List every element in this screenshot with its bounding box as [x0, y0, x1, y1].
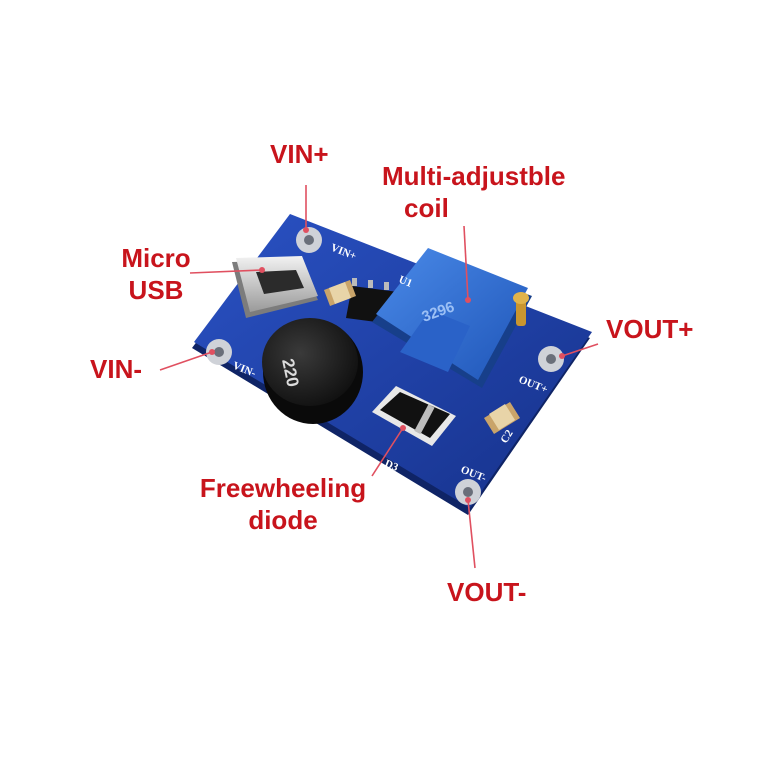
label-vout-minus: VOUT-: [447, 577, 527, 607]
leader-dot-vin-plus: [303, 227, 309, 233]
leader-line-vout-minus: [467, 499, 476, 569]
label-micro-usb-line-1: Micro: [121, 243, 191, 273]
pad-vout-minus: [455, 479, 481, 505]
leader-line-micro-usb: [189, 269, 263, 274]
label-multi-adjustable-line-1: Multi-adjustble: [382, 161, 566, 191]
label-vout-plus: VOUT+: [606, 314, 694, 344]
label-freewheeling-line-2: diode: [248, 505, 318, 535]
silkscreen-u1: U1: [397, 274, 414, 290]
leader-dot-vout-minus: [465, 497, 471, 503]
label-multi-adjustable-coil: Multi-adjustble coil: [382, 160, 565, 224]
leader-dot-diode: [400, 425, 406, 431]
leader-line-vout-plus: [561, 343, 599, 357]
label-freewheeling-diode: Freewheeling diode: [190, 472, 376, 536]
label-vin-plus: VIN+: [270, 139, 329, 169]
leader-line-diode: [371, 427, 404, 477]
label-vin-minus: VIN-: [90, 354, 142, 384]
label-micro-usb: Micro USB: [110, 242, 202, 306]
leader-dot-vin-minus: [209, 349, 215, 355]
label-micro-usb-line-2: USB: [128, 275, 184, 305]
freewheeling-diode-d3: [372, 386, 456, 446]
smd-capacitor-top: [324, 280, 356, 306]
pad-vin-minus: [206, 339, 232, 365]
pad-vin-plus: [296, 227, 322, 253]
multi-turn-potentiometer: [372, 248, 532, 388]
leader-dot-coil: [465, 297, 471, 303]
label-multi-adjustable-line-2: coil: [404, 193, 449, 223]
leader-line-coil: [463, 225, 469, 301]
leader-dot-vout-plus: [559, 353, 565, 359]
silkscreen-d3: D3: [383, 458, 400, 474]
label-freewheeling-line-1: Freewheeling: [199, 473, 367, 503]
leader-dot-micro-usb: [259, 267, 265, 273]
leader-line-vin-minus: [159, 351, 213, 371]
smd-capacitor-c2: [484, 402, 520, 434]
power-inductor: [262, 318, 363, 424]
pad-vout-plus: [538, 346, 564, 372]
